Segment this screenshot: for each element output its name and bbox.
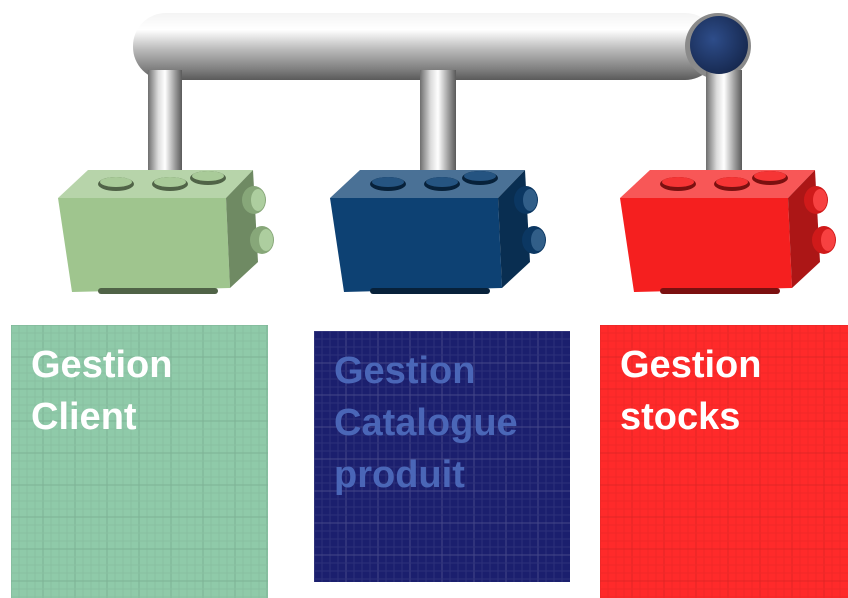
brick-side-stud-top xyxy=(821,229,835,251)
brick-side-stud-top xyxy=(531,229,545,251)
brick-stud-top xyxy=(372,177,404,187)
pipe-end-cap xyxy=(690,16,748,74)
lego-brick-client xyxy=(58,170,274,294)
grid-texture xyxy=(11,325,268,598)
brick-side-stud-top xyxy=(251,189,265,211)
brick-front-face xyxy=(58,198,230,292)
brick-bottom-edge xyxy=(660,288,780,294)
module-panel-client: Gestion Client xyxy=(11,325,268,598)
module-label-stocks: Gestion stocks xyxy=(620,344,762,438)
brick-side-stud-top xyxy=(259,229,273,251)
lego-brick-catalogue xyxy=(330,170,546,294)
brick-front-face xyxy=(330,198,502,292)
module-panel-catalogue: Gestion Catalogue produit xyxy=(314,331,570,582)
brick-side-stud-top xyxy=(813,189,827,211)
module-panel-stocks: Gestion stocks xyxy=(600,325,848,598)
module-label-client: Gestion Client xyxy=(31,344,173,438)
grid-texture xyxy=(600,325,848,598)
brick-front-face xyxy=(620,198,792,292)
brick-stud-top xyxy=(464,171,496,181)
brick-stud-top xyxy=(192,171,224,181)
brick-bottom-edge xyxy=(98,288,218,294)
horizontal-pipe xyxy=(133,13,751,80)
pipe-connector-client xyxy=(148,70,182,186)
brick-stud-top xyxy=(754,171,786,181)
pipe-connector-stocks xyxy=(706,70,742,186)
brick-stud-top xyxy=(426,177,458,187)
brick-stud-top xyxy=(662,177,694,187)
lego-brick-stocks xyxy=(620,170,836,294)
grid-texture xyxy=(314,331,570,582)
brick-bottom-edge xyxy=(370,288,490,294)
module-label-catalogue: Gestion Catalogue produit xyxy=(334,350,518,496)
brick-side-stud-top xyxy=(523,189,537,211)
brick-stud-top xyxy=(154,177,186,187)
pipe-connector-catalogue xyxy=(420,70,456,186)
brick-stud-top xyxy=(100,177,132,187)
brick-stud-top xyxy=(716,177,748,187)
